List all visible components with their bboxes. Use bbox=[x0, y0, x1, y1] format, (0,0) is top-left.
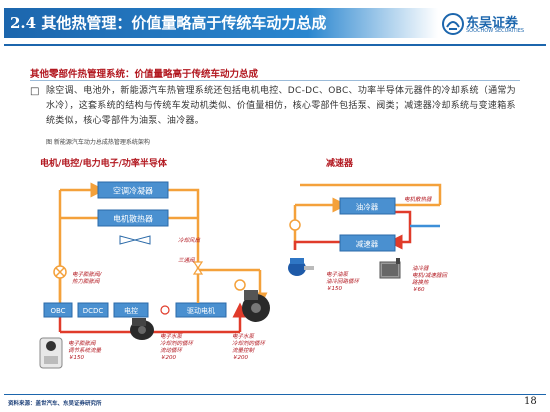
motor-radiator-label: 电机散热器 bbox=[113, 214, 153, 224]
pump3-price: ￥200 bbox=[232, 355, 248, 361]
oil-pump-desc: 油冷回路循环 bbox=[326, 278, 361, 285]
pump2-desc-2: 流动循环 bbox=[160, 347, 184, 354]
cooler-title: 油冷器 bbox=[412, 265, 429, 272]
valve-label-2: 热力膨胀阀 bbox=[72, 278, 101, 285]
cooler-price: ￥60 bbox=[412, 287, 425, 293]
source-note: 资料来源：盖世汽车、东吴证券研究所 bbox=[8, 401, 102, 407]
page-number: 18 bbox=[524, 396, 537, 407]
drive-motor-label: 驱动电机 bbox=[187, 306, 215, 315]
box-ac-condenser bbox=[97, 181, 169, 199]
left-diagram-heading: 电机/电控/电力电子/功率半导体 bbox=[40, 159, 167, 169]
header-bar bbox=[4, 8, 438, 38]
box-motor-radiator bbox=[97, 209, 169, 227]
pump2-title: 电子水泵 bbox=[160, 333, 184, 340]
box-oil-cooler bbox=[339, 197, 396, 215]
logo-subtext: SOOCHOW SECURITIES bbox=[466, 28, 525, 34]
pump2-desc-1: 冷却剂的循环 bbox=[160, 340, 195, 347]
box-controller bbox=[113, 302, 149, 318]
obc-label: OBC bbox=[50, 307, 65, 315]
figure-caption: 图 新能源汽车动力总成热管理系统架构 bbox=[46, 139, 150, 146]
footer-divider bbox=[4, 394, 546, 395]
oil-cooler-image bbox=[379, 258, 401, 279]
oil-cooler-label: 油冷器 bbox=[356, 202, 379, 212]
box-drive-motor bbox=[175, 302, 227, 318]
water-pump-image-1 bbox=[130, 318, 154, 340]
box-obc bbox=[43, 302, 73, 318]
dcdc-label: DCDC bbox=[83, 307, 104, 315]
logo-text: 东吴证券 bbox=[466, 16, 519, 31]
water-pump-image-2 bbox=[242, 290, 270, 322]
oil-pump-title: 电子油泵 bbox=[326, 271, 350, 278]
fan-label: 冷却风扇 bbox=[178, 237, 201, 244]
pump2-price: ￥200 bbox=[160, 355, 176, 361]
three-way-valve-icon bbox=[192, 261, 204, 275]
oil-pump-price: ￥150 bbox=[326, 286, 342, 292]
oil-pump-image bbox=[288, 258, 314, 276]
header: 2.4 其他热管理：价值量略高于传统车动力总成 东吴证券 SOOCHOW SEC… bbox=[0, 0, 550, 52]
company-logo: 东吴证券 SOOCHOW SECURITIES bbox=[442, 10, 546, 40]
cooler-desc-1: 电机/减速器回 bbox=[412, 272, 448, 279]
expansion-valve-icon bbox=[53, 265, 67, 279]
pump3-desc-2: 流量控制 bbox=[232, 347, 256, 354]
ac-condenser-label: 空调冷凝器 bbox=[113, 186, 153, 196]
water-pump-icon bbox=[234, 279, 246, 291]
box-reducer bbox=[339, 234, 396, 252]
page-title: 2.4 其他热管理：价值量略高于传统车动力总成 bbox=[10, 14, 327, 32]
controller-label: 电控 bbox=[124, 306, 138, 315]
pump1-price: ￥150 bbox=[68, 355, 84, 361]
valve-label-1: 电子膨胀阀/ bbox=[72, 271, 103, 278]
reducer-label: 减速器 bbox=[356, 239, 379, 249]
oil-pump-circle-icon bbox=[289, 219, 301, 231]
motor-rad-label: 电机散热器 bbox=[404, 196, 432, 203]
pump1-desc: 调节系统流量 bbox=[68, 347, 102, 354]
logo-icon bbox=[442, 13, 464, 35]
pump-circle-icon-a bbox=[160, 305, 170, 315]
cooler-desc-2: 路换热 bbox=[412, 279, 429, 286]
pump3-title: 电子水泵 bbox=[232, 333, 256, 340]
subtitle-divider bbox=[30, 80, 520, 81]
body-paragraph: 除空调、电池外，新能源汽车热管理系统还包括电机电控、DC-DC、OBC、功率半导… bbox=[46, 86, 516, 126]
three-way-label: 三通阀 bbox=[178, 257, 196, 264]
pump3-desc-1: 冷却剂的循环 bbox=[232, 340, 267, 347]
bullet-square-icon: □ bbox=[30, 86, 40, 97]
pump1-title: 电子膨胀阀 bbox=[68, 340, 97, 347]
cooling-fan-icon bbox=[119, 235, 151, 245]
box-dcdc bbox=[77, 302, 109, 318]
expansion-valve-image bbox=[39, 337, 63, 369]
section-subtitle: 其他零部件热管理系统：价值量略高于传统车动力总成 bbox=[30, 69, 259, 80]
right-diagram-heading: 减速器 bbox=[326, 159, 354, 169]
header-divider bbox=[4, 44, 546, 46]
